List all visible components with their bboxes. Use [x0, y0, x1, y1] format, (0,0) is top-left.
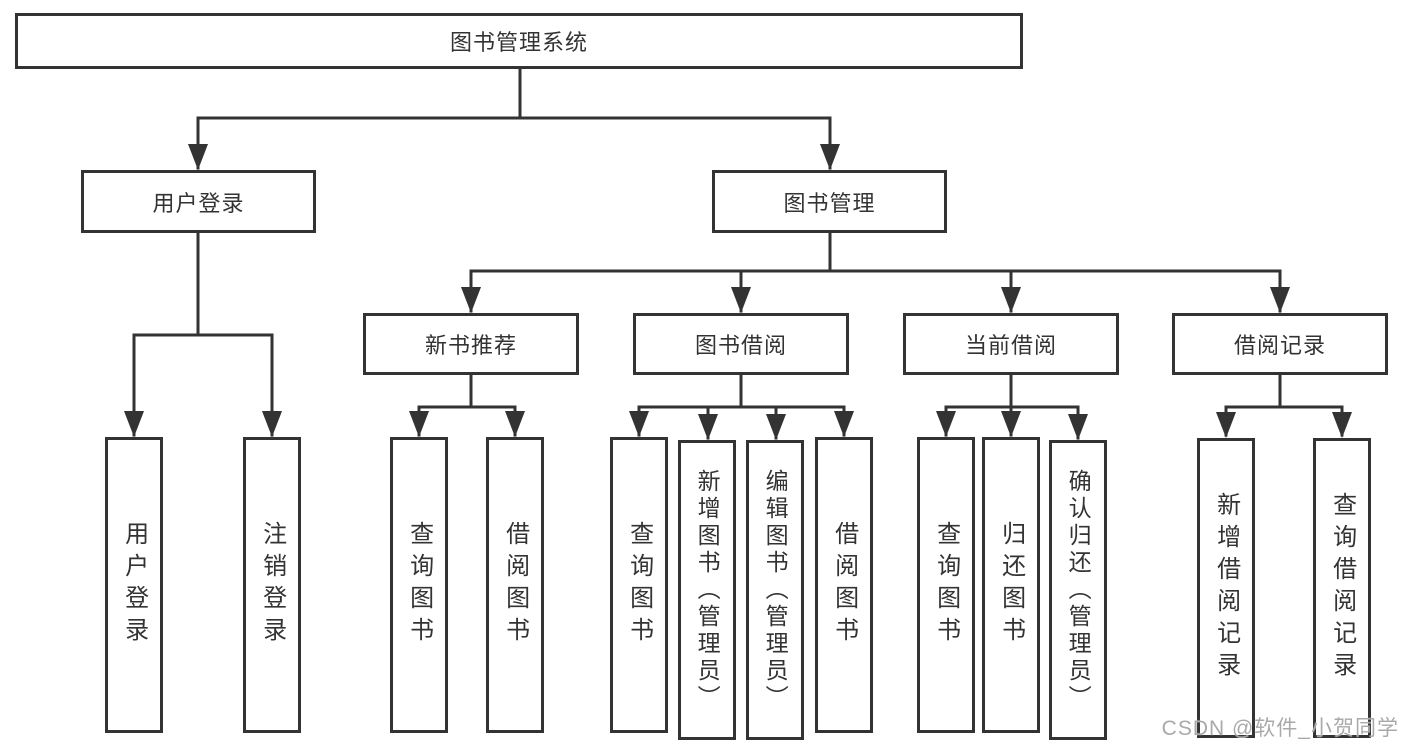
leaf-borrow-books-recommend-label: 借阅图书	[501, 521, 529, 649]
leaf-query-borrow-record-label: 查询借阅记录	[1328, 492, 1356, 684]
leaf-confirm-return-admin-label: 确认归还（管理员）	[1065, 468, 1092, 712]
leaf-user-login: 用户登录	[105, 437, 163, 733]
node-book-borrowing-label: 图书借阅	[694, 333, 787, 358]
csdn-watermark: CSDN @软件_小贺同学	[1161, 717, 1399, 740]
node-current-borrowing: 当前借阅	[903, 313, 1119, 375]
node-user-login-label: 用户登录	[152, 190, 245, 216]
leaf-edit-books-admin: 编辑图书（管理员）	[746, 440, 804, 740]
leaf-query-books-current: 查询图书	[917, 437, 975, 733]
leaf-logout: 注销登录	[243, 437, 301, 733]
node-book-management-label: 图书管理	[783, 190, 876, 216]
leaf-borrow-books-recommend: 借阅图书	[486, 437, 544, 733]
node-current-borrowing-label: 当前借阅	[964, 333, 1057, 358]
node-root: 图书管理系统	[15, 13, 1023, 69]
node-book-borrowing: 图书借阅	[633, 313, 849, 375]
node-book-management: 图书管理	[712, 170, 947, 233]
node-user-login: 用户登录	[81, 170, 316, 233]
leaf-logout-label: 注销登录	[258, 521, 286, 649]
leaf-query-books-borrowing-label: 查询图书	[625, 521, 653, 649]
leaf-add-borrow-record: 新增借阅记录	[1197, 438, 1255, 738]
leaf-add-books-admin-label: 新增图书（管理员）	[694, 468, 721, 712]
node-borrow-records: 借阅记录	[1172, 313, 1388, 375]
leaf-user-login-label: 用户登录	[120, 521, 148, 649]
node-root-label: 图书管理系统	[449, 30, 588, 55]
leaf-confirm-return-admin: 确认归还（管理员）	[1049, 440, 1107, 740]
leaf-add-books-admin: 新增图书（管理员）	[678, 440, 736, 740]
arrowheads	[124, 144, 1352, 440]
leaf-query-books-recommend-label: 查询图书	[405, 521, 433, 649]
node-new-book-recommend-label: 新书推荐	[424, 333, 517, 358]
node-borrow-records-label: 借阅记录	[1233, 333, 1326, 358]
leaf-query-books-current-label: 查询图书	[932, 521, 960, 649]
leaf-return-books: 归还图书	[982, 437, 1040, 733]
leaf-query-books-recommend: 查询图书	[390, 437, 448, 733]
leaf-borrow-books: 借阅图书	[815, 437, 873, 733]
node-new-book-recommend: 新书推荐	[363, 313, 579, 375]
leaf-borrow-books-label: 借阅图书	[830, 521, 858, 649]
leaf-edit-books-admin-label: 编辑图书（管理员）	[762, 468, 789, 712]
leaf-query-borrow-record: 查询借阅记录	[1313, 438, 1371, 738]
leaf-return-books-label: 归还图书	[997, 521, 1025, 649]
leaf-add-borrow-record-label: 新增借阅记录	[1212, 492, 1240, 684]
leaf-query-books-borrowing: 查询图书	[610, 437, 668, 733]
